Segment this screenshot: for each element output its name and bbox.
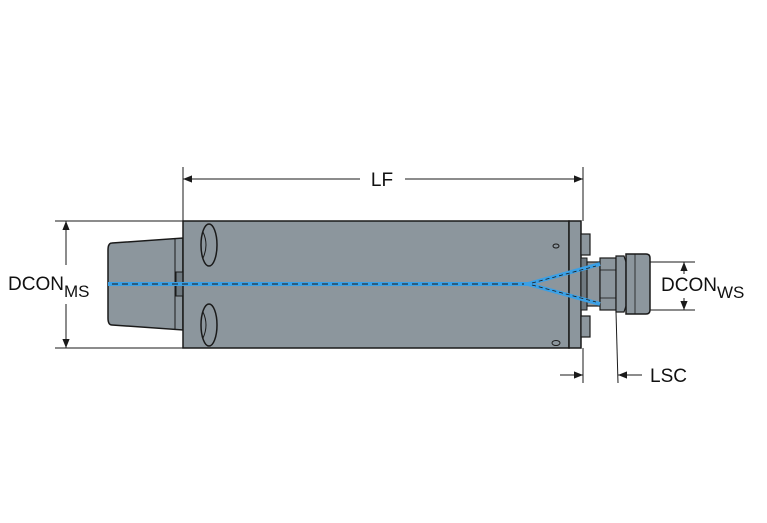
screw-hole-top	[552, 243, 560, 249]
screw-hole-bottom	[551, 340, 561, 346]
dimension-lsc: LSC	[560, 311, 687, 387]
dimension-label-dcon-ms: DCONMS	[8, 274, 89, 301]
clamping-flat-bottom	[200, 303, 218, 347]
dimension-label-lf: LF	[371, 170, 393, 191]
dimension-dcon-ws: DCONWS	[650, 261, 744, 311]
dimension-dcon-ms: DCONMS	[8, 220, 183, 349]
front-flange	[568, 220, 591, 349]
dimension-label-lsc: LSC	[650, 366, 687, 387]
coolant-channel	[108, 262, 601, 306]
dimension-lf: LF	[182, 167, 584, 221]
clamping-flat-top	[200, 223, 218, 267]
dimension-label-dcon-ws: DCONWS	[661, 275, 744, 302]
